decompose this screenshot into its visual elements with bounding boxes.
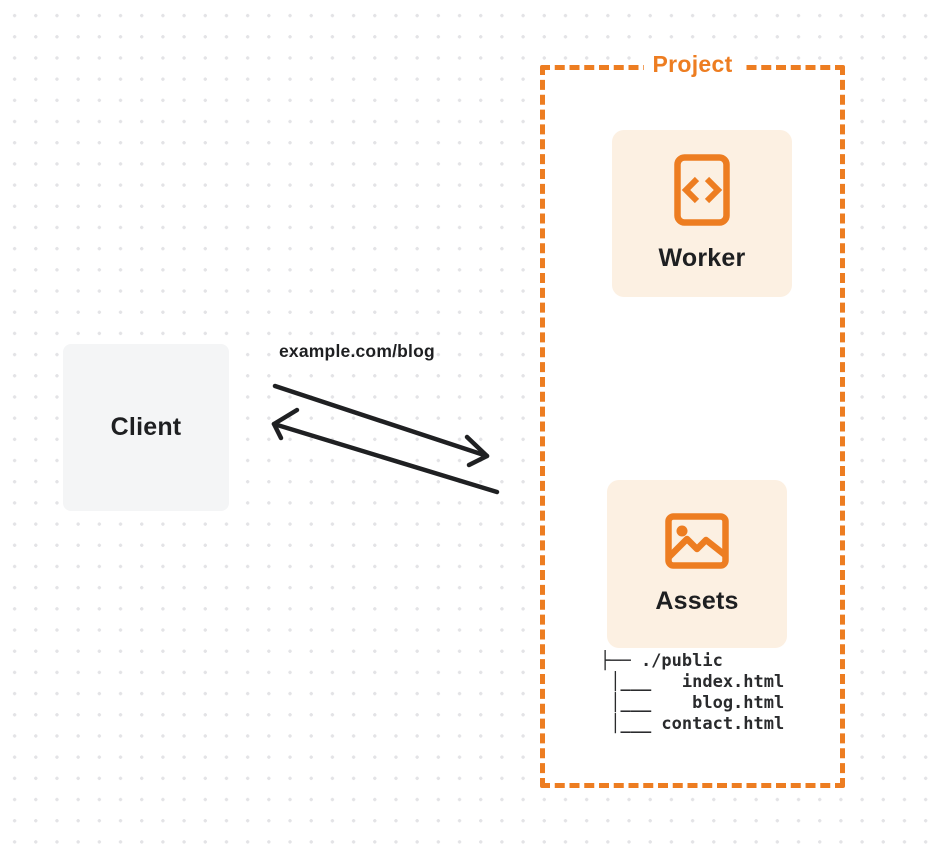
assets-card: Assets <box>607 480 787 648</box>
response-arrow-line <box>271 421 500 495</box>
request-arrowhead-icon <box>464 434 490 468</box>
client-label: Client <box>110 413 182 441</box>
request-url-label: example.com/blog <box>279 341 435 361</box>
worker-card: Worker <box>612 130 792 297</box>
worker-label: Worker <box>658 244 746 272</box>
assets-label: Assets <box>655 586 739 615</box>
code-document-icon <box>674 154 730 226</box>
project-label: Project <box>643 51 742 78</box>
image-icon <box>665 512 729 569</box>
client-box: Client <box>63 344 229 511</box>
response-arrowhead-icon <box>271 407 300 441</box>
assets-file-tree: ├── ./public │___ index.html │___ blog.h… <box>600 651 785 734</box>
request-arrow-line <box>272 383 490 459</box>
project-container: Project Worker Assets <box>540 51 845 788</box>
